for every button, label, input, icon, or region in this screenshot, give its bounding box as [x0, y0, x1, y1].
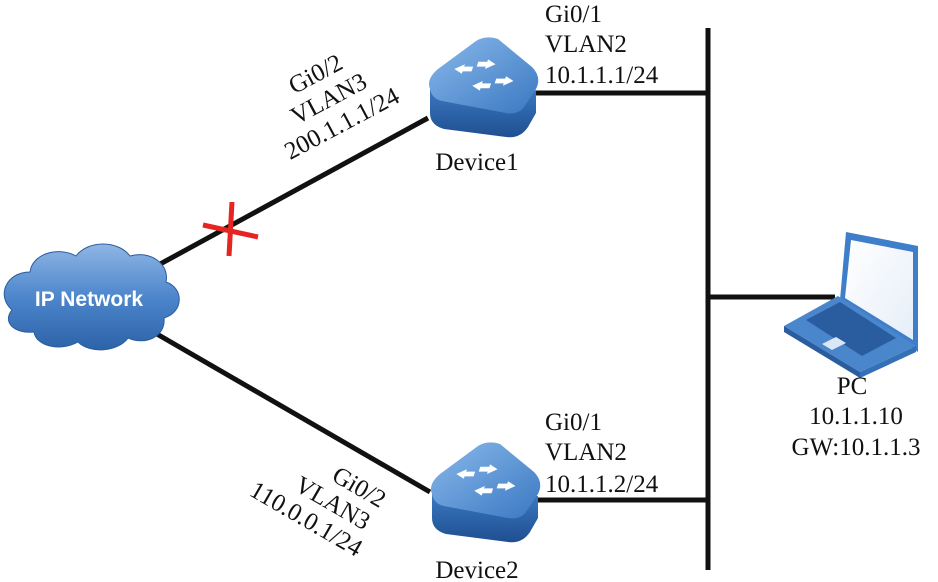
ip-network-cloud: IP Network [3, 243, 180, 351]
pc-name: PC [837, 373, 868, 400]
pc-gateway: GW:10.1.1.3 [792, 434, 921, 461]
device1-name: Device1 [435, 149, 518, 176]
device2-downlink-port: Gi0/1 [545, 409, 602, 436]
device1-switch [429, 37, 539, 138]
device1-downlink-ip: 10.1.1.1/24 [545, 62, 659, 89]
switch-icon [429, 37, 539, 138]
link-cloud-device1 [138, 115, 430, 278]
links [138, 28, 835, 570]
pc-ip: 10.1.1.10 [809, 403, 903, 430]
device1-downlink-port: Gi0/1 [545, 1, 602, 28]
cloud-label: IP Network [35, 288, 143, 311]
device2-downlink-labels: Gi0/1 VLAN2 10.1.1.2/24 [545, 409, 659, 498]
cloud-icon [3, 243, 180, 351]
link-cloud-device2 [148, 327, 432, 495]
device1-downlink-vlan: VLAN2 [545, 31, 627, 58]
pc-laptop: PC 10.1.1.10 GW:10.1.1.3 [784, 232, 920, 461]
device2-switch [431, 442, 541, 543]
device2-uplink-labels: Gi0/2 VLAN3 110.0.0.1/24 [245, 462, 390, 563]
laptop-icon [784, 232, 918, 378]
device2-downlink-ip: 10.1.1.2/24 [545, 471, 659, 498]
device1-downlink-labels: Gi0/1 VLAN2 10.1.1.1/24 [545, 1, 659, 89]
device2-name: Device2 [435, 557, 518, 582]
switch-icon [431, 442, 541, 543]
link-failure-x-icon [202, 201, 259, 257]
device2-downlink-vlan: VLAN2 [545, 439, 627, 466]
